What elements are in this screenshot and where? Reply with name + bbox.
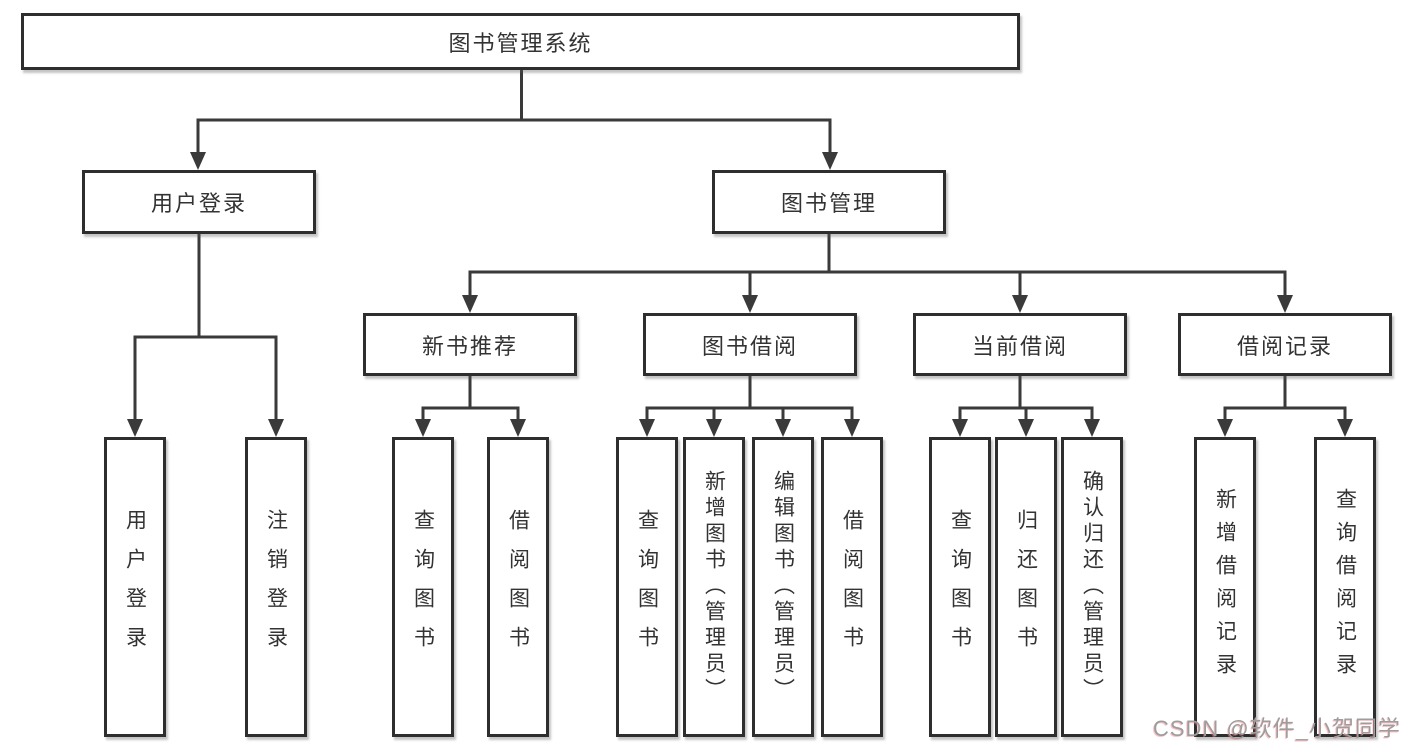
node-book-management: 图书管理 [712, 170, 946, 234]
arrowheads [127, 152, 1353, 437]
leaf-query-book-current: 查询图书 [929, 437, 991, 737]
node-label: 图书管理 [780, 191, 877, 216]
watermark: CSDN @软件_小贺同学 [1152, 716, 1401, 741]
node-label: 图书借阅 [701, 333, 798, 359]
node-library-management-system: 图书管理系统 [21, 13, 1020, 70]
node-new-book-recommend: 新书推荐 [363, 313, 577, 376]
leaf-borrow-book: 借阅图书 [821, 437, 883, 737]
leaf-add-borrow-record: 新增借阅记录 [1194, 437, 1256, 737]
node-book-borrow: 图书借阅 [643, 313, 857, 376]
node-label: 当前借阅 [971, 333, 1068, 359]
leaf-user-login: 用户登录 [104, 437, 166, 737]
node-current-borrow: 当前借阅 [913, 313, 1127, 376]
leaf-edit-book-admin: 编辑图书（管理员） [752, 437, 814, 737]
leaf-return-book: 归还图书 [995, 437, 1057, 737]
leaf-add-book-admin: 新增图书（管理员） [683, 437, 745, 737]
node-label: 借阅记录 [1236, 333, 1333, 359]
leaf-query-borrow-record: 查询借阅记录 [1314, 437, 1376, 737]
leaf-borrow-book-newbook: 借阅图书 [487, 437, 549, 737]
node-label: 用户登录 [150, 191, 247, 216]
node-borrow-record: 借阅记录 [1178, 313, 1392, 376]
leaf-confirm-return-admin: 确认归还（管理员） [1061, 437, 1123, 737]
leaf-logout: 注销登录 [245, 437, 307, 737]
node-label: 图书管理系统 [448, 30, 593, 56]
leaf-query-book-borrow: 查询图书 [616, 437, 678, 737]
node-label: 新书推荐 [421, 333, 518, 359]
node-user-login: 用户登录 [82, 170, 316, 234]
leaf-query-book-newbook: 查询图书 [392, 437, 454, 737]
